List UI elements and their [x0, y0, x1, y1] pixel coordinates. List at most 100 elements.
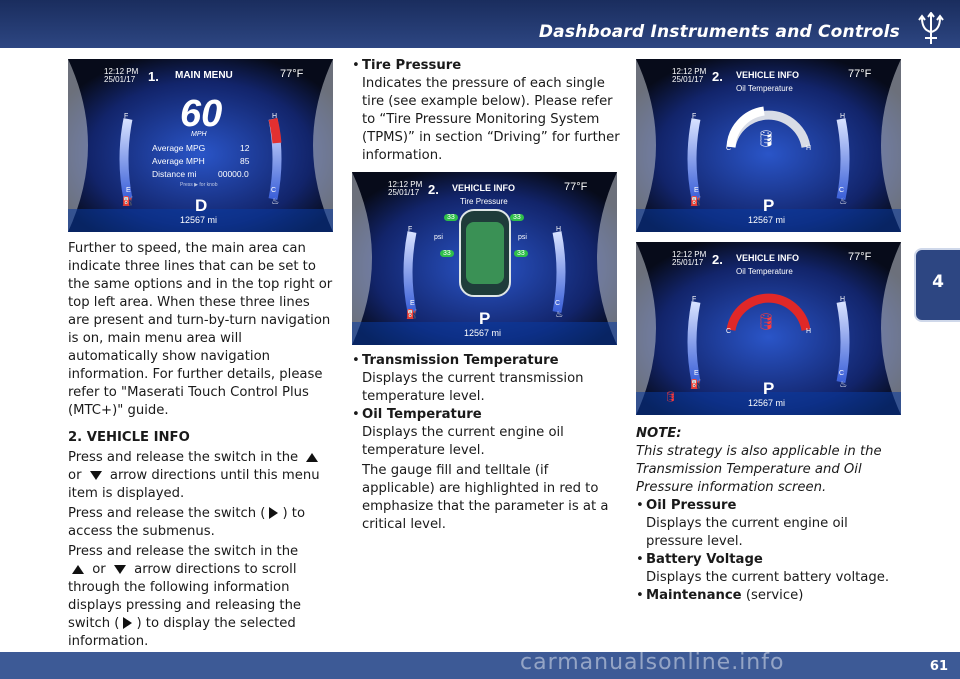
gauge-label-h: H — [272, 113, 278, 120]
info-row-label: Distance mi — [152, 169, 197, 179]
bullet-item: •Oil Temperature — [352, 407, 482, 422]
coolant-icon: ♨ — [839, 196, 848, 206]
text-column-middle: •Tire Pressure Indicates the pressure of… — [352, 57, 622, 165]
info-row-label: Average MPH — [152, 156, 205, 166]
text-column-left: Further to speed, the main area can indi… — [68, 240, 334, 651]
menu-title: VEHICLE INFO — [736, 253, 800, 263]
clock-date: 25/01/17 — [672, 258, 704, 267]
bullet-title: Battery Voltage — [646, 552, 763, 567]
gauge-label-e: E — [694, 187, 699, 194]
gauge-label-f: F — [124, 113, 129, 120]
outside-temperature: 77°F — [848, 68, 872, 80]
gauge-label-c: C — [555, 300, 561, 307]
gauge-cold-label: C — [726, 145, 732, 152]
pressure-unit-left: psi — [434, 234, 443, 241]
gauge-label-c: C — [271, 187, 277, 194]
paragraph-text: arrow directions to scroll through the f… — [68, 562, 302, 631]
coolant-icon: ♨ — [555, 309, 564, 319]
odometer: 12567 mi — [180, 215, 218, 225]
bullet-text: Displays the current battery voltage. — [646, 570, 890, 585]
fuel-pump-icon: ⛽ — [690, 196, 702, 206]
gear-indicator: P — [479, 309, 491, 328]
bullet-title: Oil Pressure — [646, 498, 737, 513]
menu-title: MAIN MENU — [175, 70, 233, 81]
bullet-text: Indicates the pressure of each single ti… — [362, 76, 620, 163]
coolant-icon: ♨ — [839, 379, 848, 389]
gauge-label-c: C — [839, 370, 845, 377]
gauge-label-f: F — [692, 113, 697, 120]
paragraph: Press and release the switch in the or a… — [68, 543, 334, 651]
menu-title: VEHICLE INFO — [736, 70, 800, 80]
bullet-item: •Transmission Temperature — [352, 353, 559, 368]
paragraph-text: or — [68, 468, 82, 483]
odometer: 12567 mi — [748, 398, 786, 408]
fuel-pump-icon: ⛽ — [406, 309, 418, 319]
clock-time: 12:12 PM — [388, 180, 423, 189]
paragraph-text: Press and release the switch in the — [68, 544, 299, 559]
screen-subtitle: Tire Pressure — [460, 197, 508, 206]
gauge-label-e: E — [410, 300, 415, 307]
paragraph-text: Press and release the switch ( — [68, 506, 266, 521]
bullet-text: (service) — [745, 588, 804, 603]
bullet-title: Transmission Temperature — [362, 353, 559, 368]
clock-time: 12:12 PM — [672, 250, 707, 259]
page-header: Dashboard Instruments and Controls — [0, 0, 960, 48]
menu-number: 2. — [428, 182, 439, 197]
gauge-label-c: C — [839, 187, 845, 194]
info-row-value: 00000.0 — [218, 169, 249, 179]
gauge-cold-label: C — [726, 328, 732, 335]
gauge-hot-label: H — [806, 328, 812, 335]
gear-indicator: D — [195, 196, 208, 215]
knob-hint: Press ▶ for knob — [180, 182, 218, 188]
paragraph-text: Press and release the switch in the — [68, 450, 299, 465]
paragraph-text: or — [92, 562, 106, 577]
gauge-label-h: H — [556, 226, 562, 233]
arrow-up-icon — [72, 564, 84, 574]
clock-date: 25/01/17 — [672, 75, 704, 84]
dashboard-image-tire-pressure: 12:12 PM 25/01/17 2. VEHICLE INFO 77°F T… — [352, 172, 617, 345]
tire-pressure-value: 33 — [440, 250, 454, 257]
bullet-item: •Oil Pressure — [636, 498, 737, 513]
note-heading: NOTE: — [636, 426, 682, 441]
paragraph-text: ) to display the selected information. — [68, 616, 296, 649]
bullet-item: •Maintenance (service) — [636, 588, 804, 603]
arrow-right-icon — [123, 617, 133, 629]
clock-time: 12:12 PM — [104, 67, 139, 76]
oil-can-icon: 🛢 — [756, 314, 777, 331]
paragraph: Press and release the switch () to acces… — [68, 505, 334, 541]
chapter-number: 4 — [932, 272, 944, 292]
gauge-label-h: H — [840, 296, 846, 303]
dashboard-image-oil-temperature: 12:12 PM 25/01/17 2. VEHICLE INFO 77°F O… — [636, 59, 901, 232]
arrow-up-icon — [306, 452, 319, 462]
bullet-text: Displays the current engine oil temperat… — [362, 425, 564, 458]
arrow-right-icon — [269, 507, 279, 519]
odometer: 12567 mi — [748, 215, 786, 225]
bullet-title: Tire Pressure — [362, 58, 462, 73]
outside-temperature: 77°F — [280, 68, 304, 80]
bullet-title: Oil Temperature — [362, 407, 482, 422]
screen-subtitle: Oil Temperature — [736, 84, 793, 93]
text-column-right: NOTE: This strategy is also applicable i… — [636, 425, 904, 605]
speed-value: 60 — [180, 93, 223, 135]
tire-pressure-value: 33 — [444, 214, 458, 221]
gauge-label-f: F — [408, 226, 413, 233]
fuel-pump-icon: ⛽ — [690, 379, 702, 389]
gear-indicator: P — [763, 196, 775, 215]
dashboard-image-main-menu: 12:12 PM 25/01/17 1. MAIN MENU 77°F 60 M… — [68, 59, 333, 232]
coolant-icon: ♨ — [271, 196, 280, 206]
menu-title: VEHICLE INFO — [452, 183, 516, 193]
pressure-unit-right: psi — [518, 234, 527, 241]
info-row-value: 85 — [240, 156, 250, 166]
gauge-label-h: H — [840, 113, 846, 120]
page-footer: 61 — [0, 652, 960, 679]
chapter-tab[interactable]: 4 — [914, 248, 960, 322]
tire-pressure-value: 33 — [510, 214, 524, 221]
gauge-label-e: E — [694, 370, 699, 377]
paragraph-text: arrow directions until this menu item is… — [68, 468, 320, 501]
bullet-title: Maintenance — [646, 588, 742, 603]
tire-pressure-value: 33 — [514, 250, 528, 257]
info-row-value: 12 — [240, 143, 250, 153]
menu-number: 2. — [712, 252, 723, 267]
clock-date: 25/01/17 — [388, 188, 420, 197]
fuel-pump-icon: ⛽ — [122, 196, 134, 206]
